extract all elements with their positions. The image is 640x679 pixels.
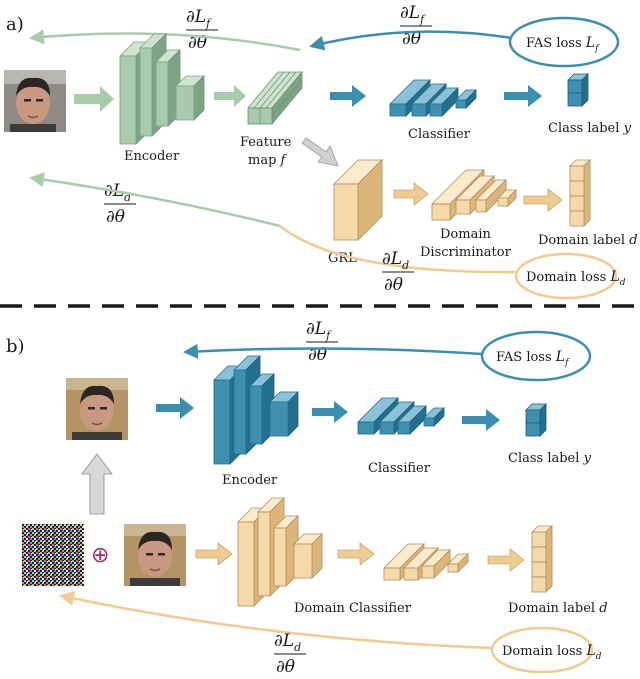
svg-text:∂Ld: ∂Ld	[382, 249, 409, 272]
panel-a-feature-map-label-line2: map f	[248, 153, 288, 168]
svg-text:Domain loss Ld: Domain loss Ld	[502, 643, 602, 662]
svg-text:∂θ: ∂θ	[384, 275, 403, 295]
panel-a-blue-backprop-arrow	[309, 30, 513, 51]
panel-a-grl-label: GRL	[328, 251, 357, 266]
panel-a-arrow-to-feature-map	[214, 85, 246, 107]
panel-a-domain-label-cubes	[569, 159, 591, 227]
svg-text:∂θ: ∂θ	[402, 29, 421, 49]
panel-b-arrow-to-encoder	[156, 397, 194, 419]
panel-b-arrow-to-classifier	[312, 401, 348, 423]
panel-b-grad-f: ∂Lf ∂θ	[306, 319, 338, 365]
panel-a-arrow-to-classifier	[330, 85, 366, 107]
panel-b-arrow-to-domain-head	[337, 542, 375, 566]
panel-b-classifier	[357, 397, 445, 435]
panel-a-fas-loss: FAS loss Lf	[508, 16, 620, 68]
panel-a-encoder	[119, 33, 205, 145]
panel-a-class-label-cubes	[567, 73, 589, 107]
panel-a-classifier-label: Classifier	[408, 127, 471, 142]
panel-a-grad-d-left: ∂Ld ∂θ	[104, 181, 136, 227]
panel-a-class-label-text: Class label y	[548, 121, 632, 136]
panel-b-arrow-to-class-label	[462, 409, 500, 431]
panel-a-arrow-to-class-label	[504, 85, 542, 107]
svg-text:∂θ: ∂θ	[276, 657, 295, 677]
panel-b-encoder-label: Encoder	[222, 473, 278, 488]
panel-b-grad-d: ∂Ld ∂θ	[274, 631, 306, 677]
panel-b-plus-symbol: ⊕	[91, 543, 109, 568]
panel-b-tan-backprop-arrow	[59, 591, 495, 650]
panel-a-tan-backprop-arrow	[279, 225, 521, 274]
panel-a-arrow-to-encoder	[74, 86, 114, 112]
panel-a-tag: a)	[6, 14, 24, 35]
panel-a-grad-f-left: ∂Lf ∂θ	[186, 7, 218, 53]
panel-a-domain-loss: Domain loss Ld	[514, 252, 626, 300]
panel-a-grad-f-right: ∂Lf ∂θ	[400, 3, 432, 49]
panel-a-green-backprop-arrow-bottom	[29, 172, 281, 228]
panel-a-encoder-label: Encoder	[124, 149, 180, 164]
panel-a-domain-discriminator	[431, 169, 517, 221]
panel-b-tag: b)	[6, 336, 25, 357]
panel-a-feature-map	[247, 70, 303, 126]
panel-b-noise-image	[22, 524, 84, 586]
svg-text:FAS loss Lf: FAS loss Lf	[526, 35, 600, 54]
panel-b-domain-classifier-encoder	[237, 497, 323, 607]
panel-a-arrow-to-discriminator	[393, 182, 429, 206]
svg-text:∂Ld: ∂Ld	[274, 631, 301, 654]
panel-b-arrow-to-domain-label	[487, 548, 525, 572]
panel-a-grl	[333, 159, 383, 241]
panel-a-arrow-to-domain-label	[523, 188, 563, 212]
panel-b-domain-head	[383, 543, 469, 581]
panel-b-class-label-text: Class label y	[508, 451, 592, 466]
svg-text:∂Lf: ∂Lf	[400, 3, 426, 26]
panel-b-domain-loss: Domain loss Ld	[490, 626, 602, 674]
svg-text:∂θ: ∂θ	[188, 33, 207, 53]
panel-a-domain-label-text: Domain label d	[538, 233, 638, 248]
svg-text:∂θ: ∂θ	[308, 345, 327, 365]
svg-text:∂θ: ∂θ	[106, 207, 125, 227]
panel-a-green-backprop-arrow-top	[29, 29, 301, 52]
panel-a-grad-d-right: ∂Ld ∂θ	[382, 249, 414, 295]
panel-a-feature-map-label-line1: Feature	[240, 135, 292, 150]
svg-text:∂Lf: ∂Lf	[186, 7, 212, 30]
panel-b-class-label-cubes	[525, 403, 547, 437]
panel-b-fas-loss: FAS loss Lf	[480, 330, 592, 382]
panel-b-up-arrow	[81, 453, 113, 515]
panel-b-face-image-bottom	[124, 524, 186, 586]
panel-b-domain-label-cubes	[531, 525, 553, 593]
panel-b-arrow-to-domain-classifier	[195, 542, 233, 566]
panel-a-discriminator-label-line2: Discriminator	[420, 245, 512, 260]
panel-b-domain-label-text: Domain label d	[508, 601, 608, 616]
panel-a-arrow-to-grl	[301, 137, 339, 167]
panel-b-encoder	[213, 355, 299, 465]
panel-a-face-image	[4, 70, 66, 132]
panel-b-domain-classifier-label: Domain Classifier	[294, 601, 412, 616]
svg-text:∂Lf: ∂Lf	[306, 319, 332, 342]
panel-a-discriminator-label-line1: Domain	[440, 227, 491, 242]
svg-text:Domain loss Ld: Domain loss Ld	[526, 269, 626, 288]
panel-b-blue-backprop-arrow	[183, 343, 483, 359]
panel-b-classifier-label: Classifier	[368, 461, 431, 476]
panel-a-classifier	[389, 79, 477, 117]
panel-b-face-image-top	[66, 378, 128, 440]
svg-text:FAS loss Lf: FAS loss Lf	[496, 349, 570, 368]
